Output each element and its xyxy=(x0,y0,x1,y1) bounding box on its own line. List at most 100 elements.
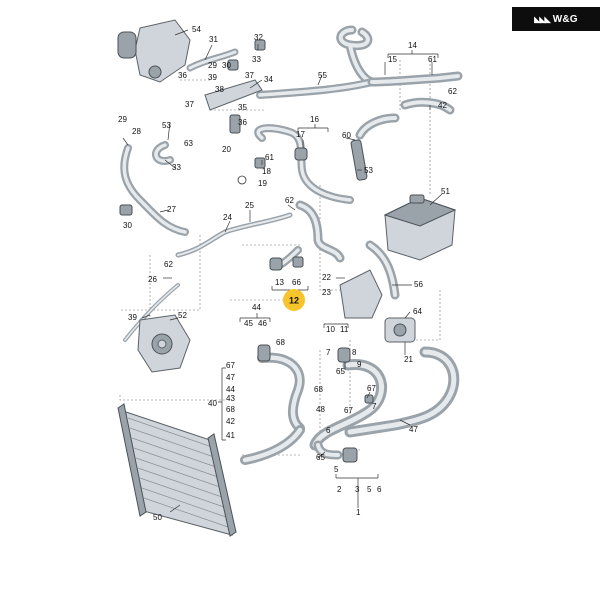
brand-badge: ◣◣◣ W&G xyxy=(512,7,600,31)
callout-39: 39 xyxy=(128,313,137,322)
callout-32: 32 xyxy=(254,33,263,42)
callout-45: 45 xyxy=(244,319,253,328)
brand-logo-icon: ◣◣◣ xyxy=(534,14,551,24)
highlight-circle xyxy=(283,289,305,311)
callout-9: 9 xyxy=(357,360,362,369)
callout-33: 33 xyxy=(252,55,261,64)
callout-43: 43 xyxy=(226,394,235,403)
sensor-30 xyxy=(119,204,133,216)
callout-36: 36 xyxy=(238,118,247,127)
thermostat-housing xyxy=(117,19,191,83)
callout-38: 38 xyxy=(215,85,224,94)
callout-37: 37 xyxy=(185,100,194,109)
callout-numbers: 54 31 32 33 29 30 36 37 39 34 38 37 35 3… xyxy=(118,25,457,522)
callout-10: 10 xyxy=(326,325,335,334)
callout-46: 46 xyxy=(258,319,267,328)
callout-42-left: 42 xyxy=(226,417,235,426)
callout-19: 19 xyxy=(258,179,267,188)
callout-62: 62 xyxy=(285,196,294,205)
bracket-35 xyxy=(229,114,241,134)
callout-26: 26 xyxy=(148,275,157,284)
callout-33-left: 33 xyxy=(172,163,181,172)
callout-61-top: 61 xyxy=(428,55,437,64)
callout-50: 50 xyxy=(153,513,162,522)
callout-25: 25 xyxy=(245,201,254,210)
callout-36-top: 36 xyxy=(178,71,187,80)
callout-13: 13 xyxy=(275,278,284,287)
callout-6-lower: 6 xyxy=(377,485,382,494)
callout-67: 67 xyxy=(226,361,235,370)
fitting-45 xyxy=(257,344,271,362)
callout-6: 6 xyxy=(326,426,331,435)
callout-34: 34 xyxy=(264,75,273,84)
callout-66: 66 xyxy=(292,278,301,287)
leader-lines xyxy=(122,29,443,513)
callout-47: 47 xyxy=(409,425,418,434)
auxiliary-pump xyxy=(384,317,416,343)
callout-35: 35 xyxy=(238,103,247,112)
callout-51: 51 xyxy=(441,187,450,196)
brand-name: W&G xyxy=(552,13,578,25)
callout-2: 2 xyxy=(337,485,342,494)
fitting-65-lower xyxy=(342,447,358,463)
callout-22: 22 xyxy=(322,273,331,282)
callout-1: 1 xyxy=(356,508,361,517)
callout-15: 15 xyxy=(388,55,397,64)
components xyxy=(117,19,457,537)
callout-62-top: 62 xyxy=(448,87,457,96)
callout-60: 60 xyxy=(342,131,351,140)
callout-42: 42 xyxy=(438,101,447,110)
callout-65: 65 xyxy=(336,367,345,376)
callout-65-lower: 65 xyxy=(316,453,325,462)
callout-21: 21 xyxy=(404,355,413,364)
callout-39-top: 39 xyxy=(208,73,217,82)
clip-29 xyxy=(227,59,239,71)
callout-5-lower: 5 xyxy=(367,485,372,494)
callout-68-left: 68 xyxy=(226,405,235,414)
fitting-13 xyxy=(269,257,283,271)
highlighted-part-12[interactable]: 12 xyxy=(283,289,305,311)
hoses xyxy=(120,25,463,465)
callout-30: 30 xyxy=(123,221,132,230)
callout-55: 55 xyxy=(318,71,327,80)
callout-48: 48 xyxy=(316,405,325,414)
callout-52: 52 xyxy=(178,311,187,320)
coolant-pump xyxy=(137,314,191,373)
callout-3: 3 xyxy=(355,485,360,494)
callout-44-left: 44 xyxy=(226,385,235,394)
callout-67-right: 67 xyxy=(367,384,376,393)
fitting-66 xyxy=(292,256,304,268)
callout-37-top: 37 xyxy=(245,71,254,80)
mounting-bracket xyxy=(339,269,383,319)
callout-68: 68 xyxy=(276,338,285,347)
sensor-18 xyxy=(254,157,266,169)
callout-61: 61 xyxy=(265,153,274,162)
callout-18: 18 xyxy=(262,167,271,176)
callout-53-left: 53 xyxy=(162,121,171,130)
callout-63: 63 xyxy=(184,139,193,148)
clip-17 xyxy=(294,147,308,161)
callout-44: 44 xyxy=(252,303,261,312)
callout-27: 27 xyxy=(167,205,176,214)
expansion-tank xyxy=(383,194,457,261)
fitting-8 xyxy=(337,347,351,363)
callout-brackets xyxy=(218,50,439,508)
callout-16: 16 xyxy=(310,115,319,124)
callout-28: 28 xyxy=(132,127,141,136)
callout-31: 31 xyxy=(209,35,218,44)
callout-11: 11 xyxy=(340,325,349,334)
callout-17: 17 xyxy=(296,130,305,139)
callout-8: 8 xyxy=(352,348,357,357)
callout-62-lower: 62 xyxy=(164,260,173,269)
callout-23: 23 xyxy=(322,288,331,297)
callout-20: 20 xyxy=(222,145,231,154)
callout-47-left: 47 xyxy=(226,373,235,382)
callout-30-top: 30 xyxy=(222,61,231,70)
callout-5: 5 xyxy=(334,465,339,474)
callout-67-mid: 67 xyxy=(344,406,353,415)
callout-29: 29 xyxy=(118,115,127,124)
callout-40: 40 xyxy=(208,399,217,408)
callout-24: 24 xyxy=(223,213,232,222)
screw-32 xyxy=(254,39,266,51)
